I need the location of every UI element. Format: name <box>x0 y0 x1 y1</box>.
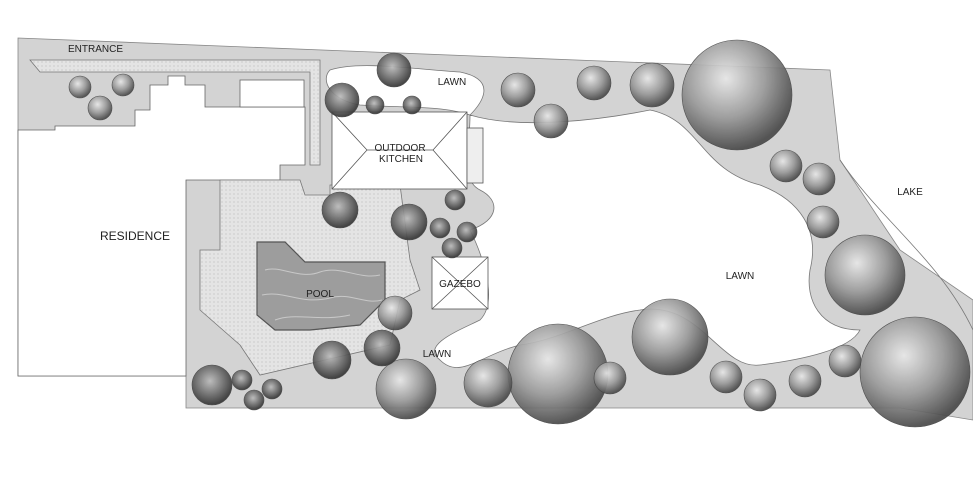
tree-icon <box>377 295 413 331</box>
tree-icon <box>533 103 569 139</box>
shrub-icon <box>365 95 385 115</box>
tree-icon <box>631 298 709 376</box>
pool-label: POOL <box>306 289 334 300</box>
entrance-drive <box>29 59 321 166</box>
tree-icon <box>802 162 836 196</box>
entrance-label: ENTRANCE <box>68 44 123 55</box>
tree-icon <box>463 358 513 408</box>
tree-icon <box>743 378 777 412</box>
shrub-icon <box>363 329 401 367</box>
lake-label: LAKE <box>897 187 923 198</box>
tree-icon <box>375 358 437 420</box>
lawn-top-label: LAWN <box>438 77 467 88</box>
shrub-icon <box>402 95 422 115</box>
shrub-icon <box>312 340 352 380</box>
tree-icon <box>828 344 862 378</box>
tree-icon <box>681 39 793 151</box>
tree-icon <box>111 73 135 97</box>
outdoor-kitchen-label-2: KITCHEN <box>379 154 423 165</box>
outdoor-kitchen <box>331 111 484 190</box>
shrub-icon <box>324 82 360 118</box>
residence-label: RESIDENCE <box>100 229 170 243</box>
tree-icon <box>87 95 113 121</box>
tree-icon <box>593 361 627 395</box>
outdoor-kitchen-label-1: OUTDOOR <box>374 143 425 154</box>
lawn-bottom-label: LAWN <box>423 349 452 360</box>
gazebo <box>431 256 489 310</box>
shrub-icon <box>441 237 463 259</box>
pool <box>256 241 386 331</box>
tree-icon <box>507 323 609 425</box>
lake-edge <box>839 159 973 331</box>
shrub-icon <box>456 221 478 243</box>
tree-icon <box>709 360 743 394</box>
tree-icon <box>859 316 971 428</box>
tree-icon <box>500 72 536 108</box>
residence-building <box>17 75 306 377</box>
pool-caustics <box>261 268 383 321</box>
gazebo-label: GAZEBO <box>439 279 481 290</box>
tree-icon <box>629 62 675 108</box>
tree-icon <box>576 65 612 101</box>
shrub-icon <box>390 203 428 241</box>
shrub-icon <box>444 189 466 211</box>
shrub-icon <box>191 364 233 406</box>
tree-icon <box>806 205 840 239</box>
shrub-icon <box>429 217 451 239</box>
tree-icon <box>824 234 906 316</box>
trees <box>68 39 971 428</box>
tree-icon <box>769 149 803 183</box>
shrub-icon <box>261 378 283 400</box>
tree-icon <box>68 75 92 99</box>
shrub-icon <box>243 389 265 411</box>
lawn-center-label: LAWN <box>726 271 755 282</box>
garage <box>239 79 305 108</box>
shrub-icon <box>376 52 412 88</box>
shrub-icon <box>231 369 253 391</box>
shrub-icon <box>321 191 359 229</box>
tree-icon <box>788 364 822 398</box>
